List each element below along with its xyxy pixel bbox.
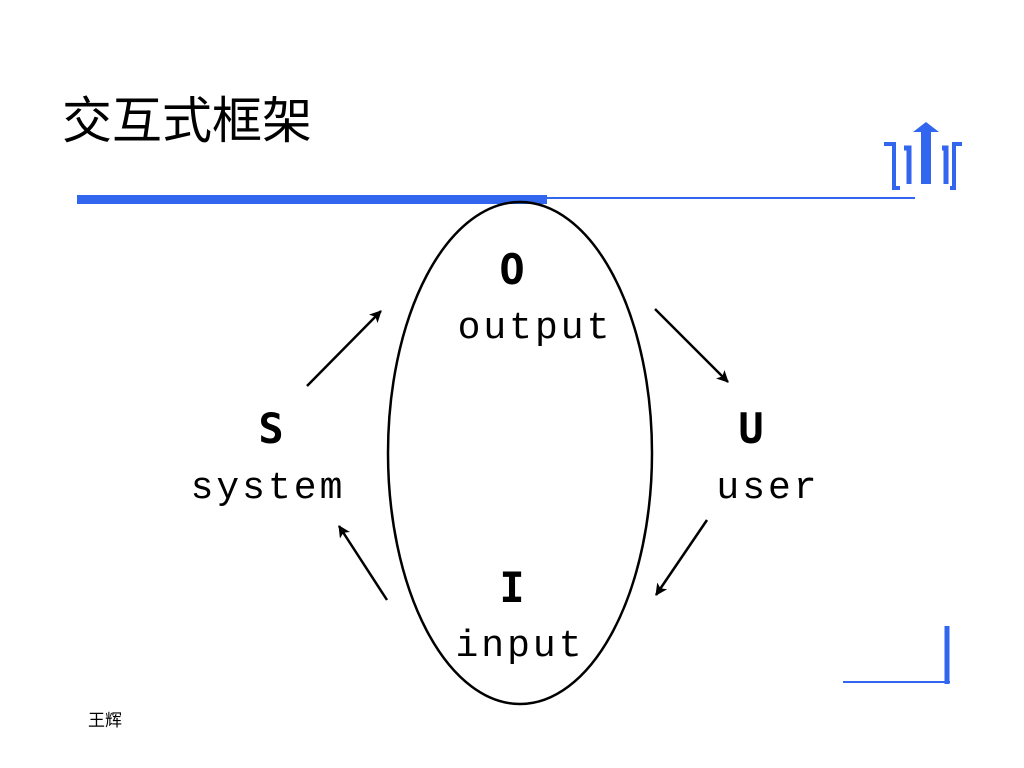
interface-ellipse	[386, 200, 654, 706]
node-input-word: input	[455, 625, 584, 668]
node-output-letter: O	[499, 245, 524, 294]
edge-output-user	[654, 308, 729, 383]
edge-user-input	[654, 519, 709, 596]
title-rule-thick	[77, 195, 547, 204]
node-input-letter: I	[499, 563, 524, 612]
node-user-letter: U	[738, 404, 763, 453]
edge-input-system	[337, 525, 389, 601]
edge-system-output	[306, 310, 382, 387]
up-arrow-bracket-logo-icon	[884, 122, 962, 190]
title-rule-thin	[547, 197, 915, 199]
slide-title: 交互式框架	[62, 92, 312, 150]
node-user-word: user	[716, 467, 819, 510]
footer-author: 王辉	[88, 711, 122, 731]
node-system-letter: S	[258, 404, 283, 453]
node-system-word: system	[191, 467, 346, 510]
corner-bracket-icon	[843, 626, 950, 684]
node-output-word: output	[458, 307, 613, 350]
